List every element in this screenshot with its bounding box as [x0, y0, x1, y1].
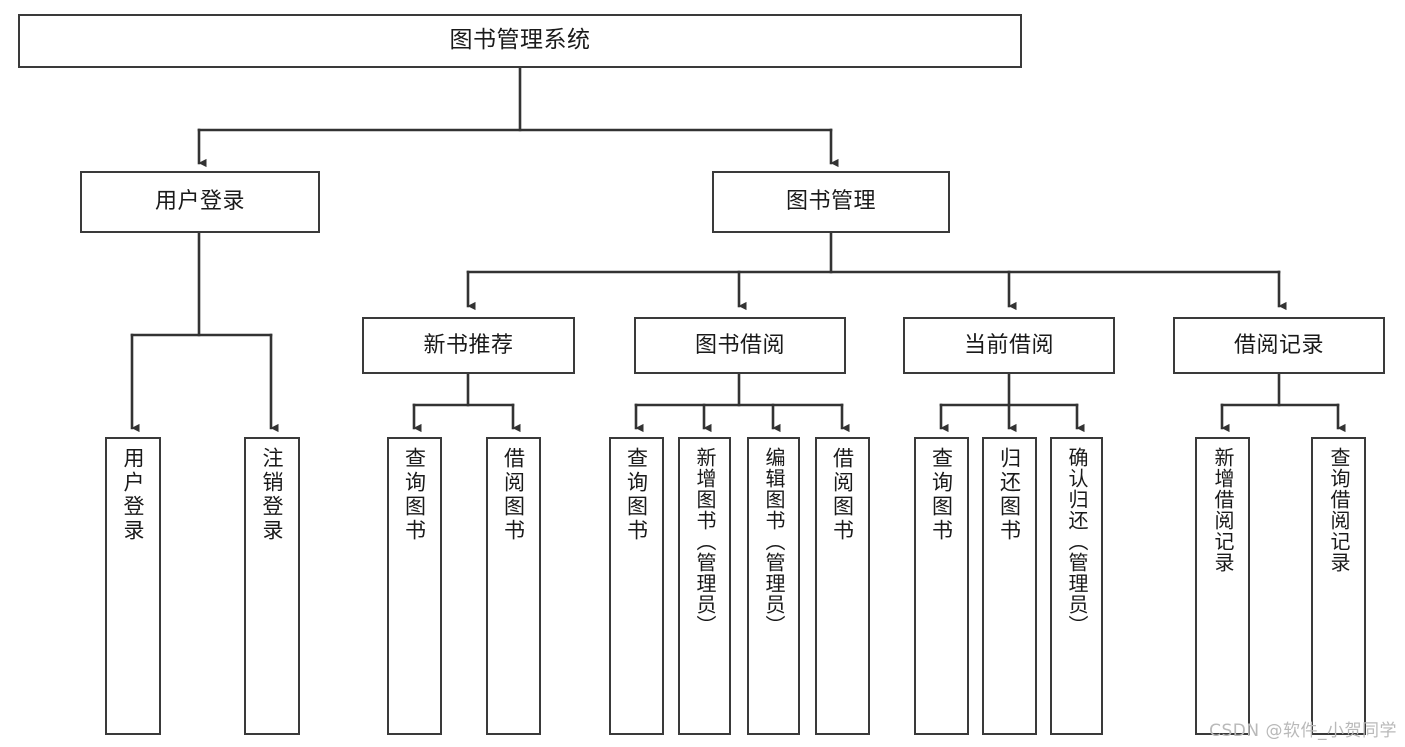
node-book-management[interactable]: 图书管理 — [712, 171, 950, 233]
node-borrow-record[interactable]: 借阅记录 — [1173, 317, 1385, 374]
node-label: 查询图书 — [624, 447, 649, 543]
leaf-borrow-book[interactable]: 借阅图书 — [815, 437, 870, 735]
node-label: 新书推荐 — [423, 332, 514, 358]
node-book-borrow[interactable]: 图书借阅 — [634, 317, 846, 374]
node-label: 图书管理系统 — [449, 27, 591, 54]
leaf-query-borrow-record[interactable]: 查询借阅记录 — [1311, 437, 1366, 735]
node-label: 归还图书 — [997, 447, 1022, 543]
node-label: 用户登录 — [121, 447, 146, 543]
leaf-query-book-current[interactable]: 查询图书 — [914, 437, 969, 735]
leaf-borrow-book-recommend[interactable]: 借阅图书 — [486, 437, 541, 735]
node-label: 注销登录 — [260, 447, 285, 543]
node-label: 确认归还（管理员） — [1065, 447, 1089, 636]
leaf-logout[interactable]: 注销登录 — [244, 437, 300, 735]
watermark: CSDN @软件_小贺同学 — [1209, 721, 1397, 741]
node-label: 用户登录 — [154, 189, 245, 215]
node-label: 借阅图书 — [501, 447, 526, 543]
node-label: 当前借阅 — [963, 332, 1054, 358]
node-label: 借阅图书 — [830, 447, 855, 543]
leaf-confirm-return-admin[interactable]: 确认归还（管理员） — [1050, 437, 1103, 735]
node-label: 查询图书 — [402, 447, 427, 543]
leaf-query-book-borrow[interactable]: 查询图书 — [609, 437, 664, 735]
leaf-return-book[interactable]: 归还图书 — [982, 437, 1037, 735]
leaf-query-book-recommend[interactable]: 查询图书 — [387, 437, 442, 735]
node-root-system[interactable]: 图书管理系统 — [18, 14, 1022, 68]
leaf-add-book-admin[interactable]: 新增图书（管理员） — [678, 437, 731, 735]
node-label: 图书管理 — [785, 189, 876, 215]
leaf-add-borrow-record[interactable]: 新增借阅记录 — [1195, 437, 1250, 735]
node-label: 新增借阅记录 — [1211, 447, 1235, 573]
node-label: 图书借阅 — [694, 332, 785, 358]
node-label: 查询借阅记录 — [1327, 447, 1351, 573]
node-label: 查询图书 — [929, 447, 954, 543]
leaf-user-login[interactable]: 用户登录 — [105, 437, 161, 735]
node-label: 编辑图书（管理员） — [762, 447, 786, 636]
node-user-login[interactable]: 用户登录 — [80, 171, 320, 233]
node-current-borrow[interactable]: 当前借阅 — [903, 317, 1115, 374]
node-new-book-recommend[interactable]: 新书推荐 — [362, 317, 575, 374]
node-label: 新增图书（管理员） — [693, 447, 717, 636]
node-label: 借阅记录 — [1233, 332, 1324, 358]
leaf-edit-book-admin[interactable]: 编辑图书（管理员） — [747, 437, 800, 735]
